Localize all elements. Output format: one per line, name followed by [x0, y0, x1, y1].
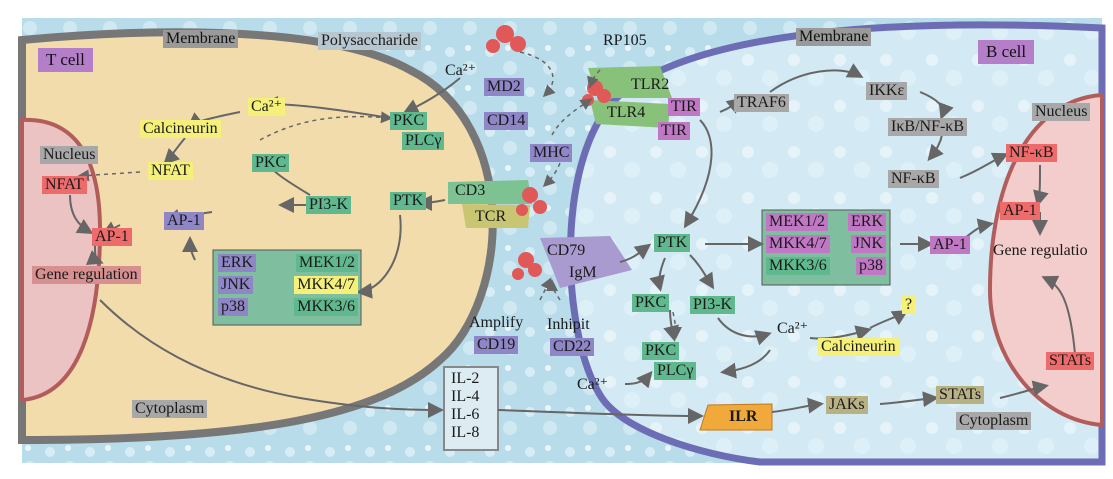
t-calcineurin: Calcineurin — [140, 120, 221, 138]
inhibit-label: Inhipit — [547, 316, 590, 333]
stats-cyto-label: STATs — [936, 386, 985, 404]
t-nfat-nucleus: NFAT — [42, 176, 87, 194]
il-list: IL-2 IL-4 IL-6 IL-8 — [448, 370, 482, 442]
b-mapk-row2-b: JNK — [850, 235, 886, 253]
t-ptk: PTK — [390, 192, 427, 210]
traf6-label: TRAF6 — [734, 94, 789, 112]
t-tcr: TCR — [475, 208, 507, 225]
b-ap1-cyto-label: AP-1 — [930, 236, 970, 254]
t-mapk-row3-a: p38 — [218, 298, 248, 316]
ikb-label: IκB/NF-κB — [888, 118, 968, 136]
cd19-label: CD19 — [474, 336, 519, 354]
il-2-label: IL-2 — [451, 370, 480, 387]
tlr2-label: TLR2 — [631, 76, 670, 93]
cd22-label: CD22 — [550, 338, 595, 356]
jaks-label: JAKs — [826, 396, 868, 414]
t-ca-top: Ca²⁺ — [445, 62, 477, 79]
il-4-label: IL-4 — [451, 388, 480, 405]
b-ca-mid-label: Ca²⁺ — [777, 320, 809, 337]
t-mapk-row1-b: MEK1/2 — [296, 254, 358, 272]
t-pi3k: PI3-K — [306, 196, 352, 214]
b-question-label: ? — [902, 296, 916, 314]
polysaccharide-label: Polysaccharide — [318, 32, 421, 50]
tcr-receptor — [462, 204, 530, 228]
b-ap1-nucleus-label: AP-1 — [1000, 202, 1040, 220]
b-cell-label: B cell — [978, 40, 1035, 64]
t-mapk-row2-a: JNK — [218, 276, 254, 294]
nucleus-right-label: Nucleus — [1032, 103, 1091, 121]
b-gene-regulation-label: Gene regulatio — [993, 242, 1088, 259]
t-mapk-row1-a: ERK — [218, 254, 256, 272]
nfkb-nucleus-label: NF-κB — [1006, 144, 1057, 162]
membrane-left-label: Membrane — [163, 30, 239, 48]
tir2-label: TIR — [658, 122, 690, 140]
b-mapk-row2-a: MKK4/7 — [766, 235, 830, 253]
b-calcineurin-label: Calcineurin — [818, 338, 899, 356]
t-gene-regulation: Gene regulation — [32, 266, 141, 284]
t-plcg: PLCγ — [402, 132, 445, 150]
t-mapk-rows: ERK MEK1/2 JNK MKK4/7 p38 MKK3/6 — [218, 254, 358, 316]
nfkb-cyto-label: NF-κB — [888, 170, 939, 188]
membrane-right-label: Membrane — [796, 28, 872, 46]
b-mapk-row3-a: MKK3/6 — [766, 257, 830, 275]
t-cell-label: T cell — [38, 48, 93, 72]
il-6-label: IL-6 — [451, 406, 480, 423]
b-pkc2-label: PKC — [642, 342, 680, 360]
t-ca-left: Ca²⁺ — [248, 98, 286, 116]
stats-nucleus-label: STATs — [1046, 352, 1095, 370]
il-box — [443, 366, 499, 451]
b-mapk-row1-a: MEK1/2 — [766, 213, 828, 231]
tlr4-label: TLR4 — [607, 104, 646, 121]
md2-label: MD2 — [484, 78, 524, 96]
igm-label: IgM — [569, 264, 597, 281]
t-mapk-row3-b: MKK3/6 — [294, 298, 358, 316]
ikk-label: IKKε — [866, 82, 908, 100]
b-mapk-row3-b: p38 — [856, 257, 886, 275]
rp105-label: RP105 — [603, 32, 647, 49]
b-mapk-rows: MEK1/2 ERK MKK4/7 JNK MKK3/6 p38 — [766, 213, 886, 275]
b-plcg-label: PLCγ — [654, 362, 697, 380]
t-ap1-cyto: AP-1 — [164, 212, 204, 230]
cytoplasm-left-label: Cytoplasm — [132, 400, 208, 418]
tir1-label: TIR — [668, 98, 700, 116]
mhc-label: MHC — [530, 144, 573, 162]
tlr4-receptor — [590, 100, 670, 128]
cd79-label: CD79 — [547, 242, 586, 259]
b-pi3k-label: PI3-K — [690, 296, 736, 314]
amplify-label: Amplify — [469, 314, 524, 331]
cd3-receptor — [448, 180, 532, 204]
t-cd3: CD3 — [455, 182, 486, 199]
il-8-label: IL-8 — [451, 424, 480, 441]
ilr-label: ILR — [729, 408, 758, 425]
t-pkc2: PKC — [252, 154, 290, 172]
nucleus-left-label: Nucleus — [40, 146, 99, 164]
tlr2-receptor — [588, 66, 672, 98]
b-mapk-row1-b: ERK — [848, 213, 886, 231]
t-pkc1: PKC — [390, 112, 428, 130]
t-nfat-cyto: NFAT — [148, 162, 193, 180]
b-ptk-label: PTK — [654, 234, 691, 252]
ca-bottom-label: Ca²⁺ — [577, 376, 609, 393]
b-pkc1-label: PKC — [632, 294, 670, 312]
bcr-receptor — [540, 236, 632, 288]
cytoplasm-right-label: Cytoplasm — [956, 412, 1032, 430]
cd14-label: CD14 — [484, 112, 529, 130]
t-mapk-row2-b: MKK4/7 — [294, 276, 358, 294]
antigen-clusters — [486, 25, 611, 280]
t-ap1-nucleus: AP-1 — [92, 228, 132, 246]
